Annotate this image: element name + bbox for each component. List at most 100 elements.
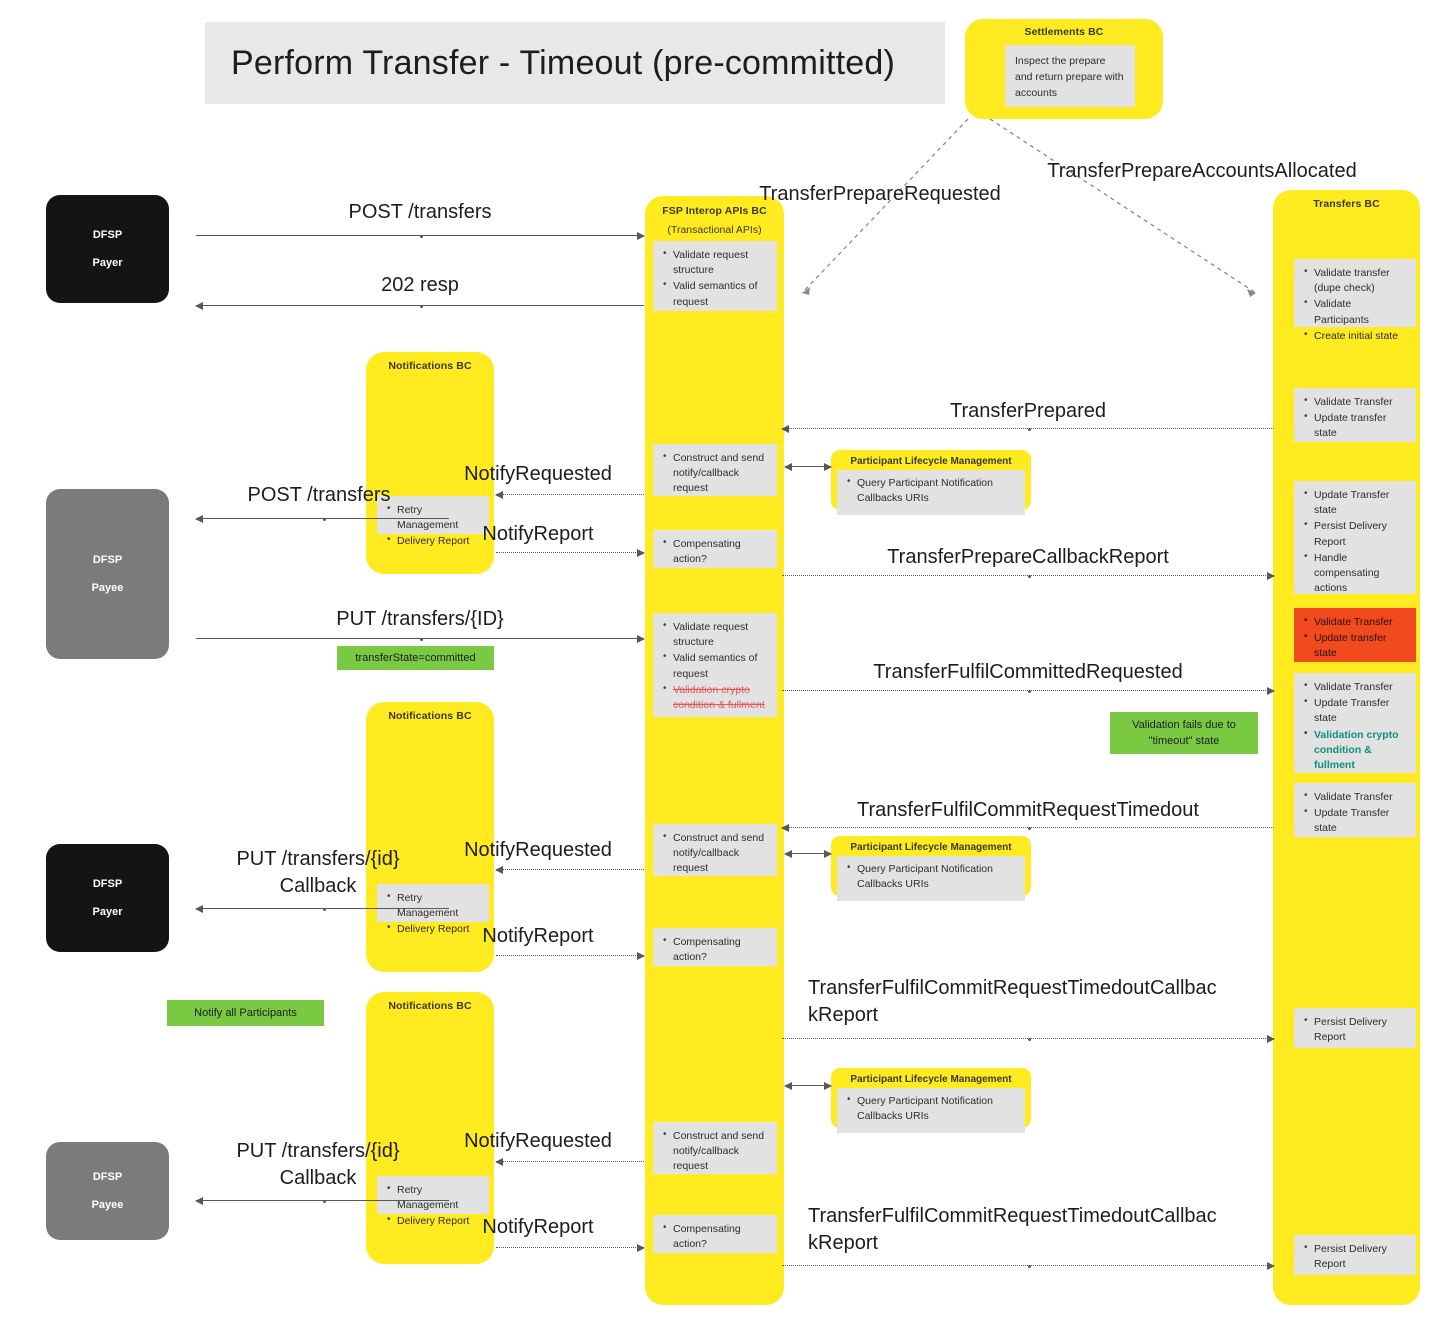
settlements-note-text: Inspect the prepare and return prepare w… xyxy=(1015,55,1124,99)
transfers-note-block-1-item-0: Validate transfer (dupe check) xyxy=(1302,265,1408,296)
arrow-lifecycle-2 xyxy=(784,850,832,858)
transfers-note-block-6-item-0: Validate Transfer xyxy=(1302,789,1408,805)
label-notify-requested-2: NotifyRequested xyxy=(464,839,612,861)
transfers-note-block-4-item-0: Validate Transfer xyxy=(1302,614,1408,630)
transfers-note-block-5-item-0: Validate Transfer xyxy=(1302,679,1408,695)
fsp-note-compensating-1: Compensating action? xyxy=(653,530,777,568)
transfers-note-block-7: Persist Delivery Report xyxy=(1294,1008,1416,1048)
fsp-note-construct-2-item-0: Construct and send notify/callback reque… xyxy=(661,830,769,877)
lane-title-settlements: Settlements BC xyxy=(1024,26,1104,38)
notifications-note-3: Retry Management Delivery Report xyxy=(377,1176,489,1228)
transfers-note-block-3: Update Transfer state Persist Delivery R… xyxy=(1294,481,1416,594)
arrow-lifecycle-3 xyxy=(784,1082,832,1090)
callout-validation-fails: Validation fails due to "timeout" state xyxy=(1110,712,1258,754)
page-title: Perform Transfer - Timeout (pre-committe… xyxy=(205,22,945,104)
fsp-note-construct-2: Construct and send notify/callback reque… xyxy=(653,824,777,876)
fsp-note-validate-2: Validate request structure Valid semanti… xyxy=(653,613,777,717)
actor-dfsp-payee-lower: DFSP Payee xyxy=(46,1142,169,1240)
fsp-note-construct-1-item-0: Construct and send notify/callback reque… xyxy=(661,450,769,497)
lifecycle-pod-3-item-0: Query Participant Notification Callbacks… xyxy=(845,1093,1017,1124)
actor-dfsp-payer-top-line1: DFSP xyxy=(92,228,123,241)
notifications-note-3-item-1: Delivery Report xyxy=(385,1213,481,1229)
settlements-note: Inspect the prepare and return prepare w… xyxy=(1005,45,1135,107)
transfers-note-block-2-item-0: Validate Transfer xyxy=(1302,394,1408,410)
lifecycle-pod-2-title: Participant Lifecycle Management xyxy=(850,842,1012,853)
notifications-note-2: Retry Management Delivery Report xyxy=(377,884,489,936)
lane-title-notifications-2: Notifications BC xyxy=(388,710,472,722)
transfers-note-block-5-item-2: Validation crypto condition & fullment xyxy=(1302,727,1408,774)
actor-dfsp-payee-lower-line1: DFSP xyxy=(92,1170,123,1183)
notifications-note-1-item-0: Retry Management xyxy=(385,502,481,533)
arrow-transfer-prepared xyxy=(781,425,1274,433)
callout-notify-all-text: Notify all Participants xyxy=(194,1006,297,1019)
arrow-notify-report-2 xyxy=(496,952,645,960)
label-notify-requested-1: NotifyRequested xyxy=(464,463,612,485)
actor-dfsp-payer-lower-line1: DFSP xyxy=(92,877,123,890)
transfers-note-block-2-item-1: Update transfer state xyxy=(1302,410,1408,441)
lifecycle-pod-3-note: Query Participant Notification Callbacks… xyxy=(837,1088,1025,1133)
notifications-note-2-item-0: Retry Management xyxy=(385,890,481,921)
transfers-note-block-5: Validate Transfer Update Transfer state … xyxy=(1294,673,1416,773)
fsp-note-compensating-3-item-0: Compensating action? xyxy=(661,1221,769,1252)
label-transfer-fulfil-committed-requested: TransferFulfilCommittedRequested xyxy=(873,661,1183,683)
arrow-notify-requested-3 xyxy=(495,1158,644,1166)
arrow-notify-requested-2 xyxy=(495,866,644,874)
lane-subtitle-fsp-interop: (Transactional APIs) xyxy=(667,224,762,236)
notifications-note-1-item-1: Delivery Report xyxy=(385,533,481,549)
fsp-note-validate-2-item-0: Validate request structure xyxy=(661,619,769,650)
fsp-note-construct-3: Construct and send notify/callback reque… xyxy=(653,1122,777,1174)
label-transfer-prepare-accounts-allocated: TransferPrepareAccountsAllocated xyxy=(1047,160,1357,182)
actor-dfsp-payer-top: DFSP Payer xyxy=(46,195,169,303)
actor-dfsp-payee-lower-line2: Payee xyxy=(91,1199,124,1211)
transfers-note-block-1-item-1: Validate Participants xyxy=(1302,296,1408,327)
actor-dfsp-payer-lower: DFSP Payer xyxy=(46,844,169,952)
transfers-note-block-7-item-0: Persist Delivery Report xyxy=(1302,1014,1408,1045)
label-notify-report-1: NotifyReport xyxy=(482,523,594,545)
transfers-note-block-1-item-2: Create initial state xyxy=(1302,328,1408,344)
lifecycle-pod-1-title: Participant Lifecycle Management xyxy=(850,456,1012,467)
arrow-put-transfers-id xyxy=(196,635,645,643)
transfers-note-block-3-item-2: Handle compensating actions xyxy=(1302,550,1408,597)
fsp-note-validate-2-item-2: Validation crypto condition & fullment xyxy=(661,682,769,713)
callout-transfer-state: transferState=committed xyxy=(337,646,494,670)
actor-dfsp-payee-mid-line1: DFSP xyxy=(92,553,123,566)
lane-fsp-interop-apis-bc: FSP Interop APIs BC (Transactional APIs) xyxy=(645,196,784,1305)
arrow-timedout-callback-report-2 xyxy=(782,1262,1275,1270)
lifecycle-pod-2-item-0: Query Participant Notification Callbacks… xyxy=(845,861,1017,892)
label-transfer-prepare-requested: TransferPrepareRequested xyxy=(759,183,1001,205)
settlements-connectors xyxy=(801,118,1257,297)
fsp-note-compensating-2: Compensating action? xyxy=(653,928,777,966)
label-notify-report-2: NotifyReport xyxy=(482,925,594,947)
notifications-note-1: Retry Management Delivery Report xyxy=(377,496,489,548)
lane-title-transfers: Transfers BC xyxy=(1313,198,1380,210)
arrow-notify-report-3 xyxy=(496,1244,645,1252)
fsp-note-compensating-2-item-0: Compensating action? xyxy=(661,934,769,965)
notifications-note-3-item-0: Retry Management xyxy=(385,1182,481,1213)
fsp-note-construct-3-item-0: Construct and send notify/callback reque… xyxy=(661,1128,769,1175)
callout-notify-all-participants: Notify all Participants xyxy=(167,1000,324,1026)
fsp-note-compensating-1-item-0: Compensating action? xyxy=(661,536,769,567)
transfers-note-block-2: Validate Transfer Update transfer state xyxy=(1294,388,1416,442)
lifecycle-pod-3: Participant Lifecycle Management Query P… xyxy=(831,1068,1031,1133)
lifecycle-pod-2: Participant Lifecycle Management Query P… xyxy=(831,836,1031,901)
notifications-note-2-item-1: Delivery Report xyxy=(385,921,481,937)
actor-dfsp-payee-mid: DFSP Payee xyxy=(46,489,169,659)
arrow-notify-requested-1 xyxy=(495,491,644,499)
callout-validation-fails-text: Validation fails due to "timeout" state xyxy=(1132,718,1236,748)
transfers-note-block-4-error: Validate Transfer Update transfer state xyxy=(1294,608,1416,662)
lifecycle-pod-3-title: Participant Lifecycle Management xyxy=(850,1074,1012,1085)
lane-title-notifications-1: Notifications BC xyxy=(388,360,472,372)
transfers-note-block-8-item-0: Persist Delivery Report xyxy=(1302,1241,1408,1272)
transfers-note-block-8: Persist Delivery Report xyxy=(1294,1235,1416,1275)
lane-title-fsp-interop: FSP Interop APIs BC xyxy=(662,205,767,217)
label-timedout-callback-report-1: TransferFulfilCommitRequestTimedoutCallb… xyxy=(808,977,1217,1026)
fsp-note-validate-1: Validate request structure Valid semanti… xyxy=(653,241,777,311)
lifecycle-pod-1-item-0: Query Participant Notification Callbacks… xyxy=(845,475,1017,506)
arrow-timedout-callback-report-1 xyxy=(782,1035,1275,1043)
lifecycle-pod-1: Participant Lifecycle Management Query P… xyxy=(831,450,1031,515)
label-transfer-prepare-callback-report: TransferPrepareCallbackReport xyxy=(887,546,1169,568)
arrow-202-resp xyxy=(195,302,644,310)
page-title-text: Perform Transfer - Timeout (pre-committe… xyxy=(231,43,895,82)
label-post-transfers-payee: POST /transfers xyxy=(247,484,391,506)
